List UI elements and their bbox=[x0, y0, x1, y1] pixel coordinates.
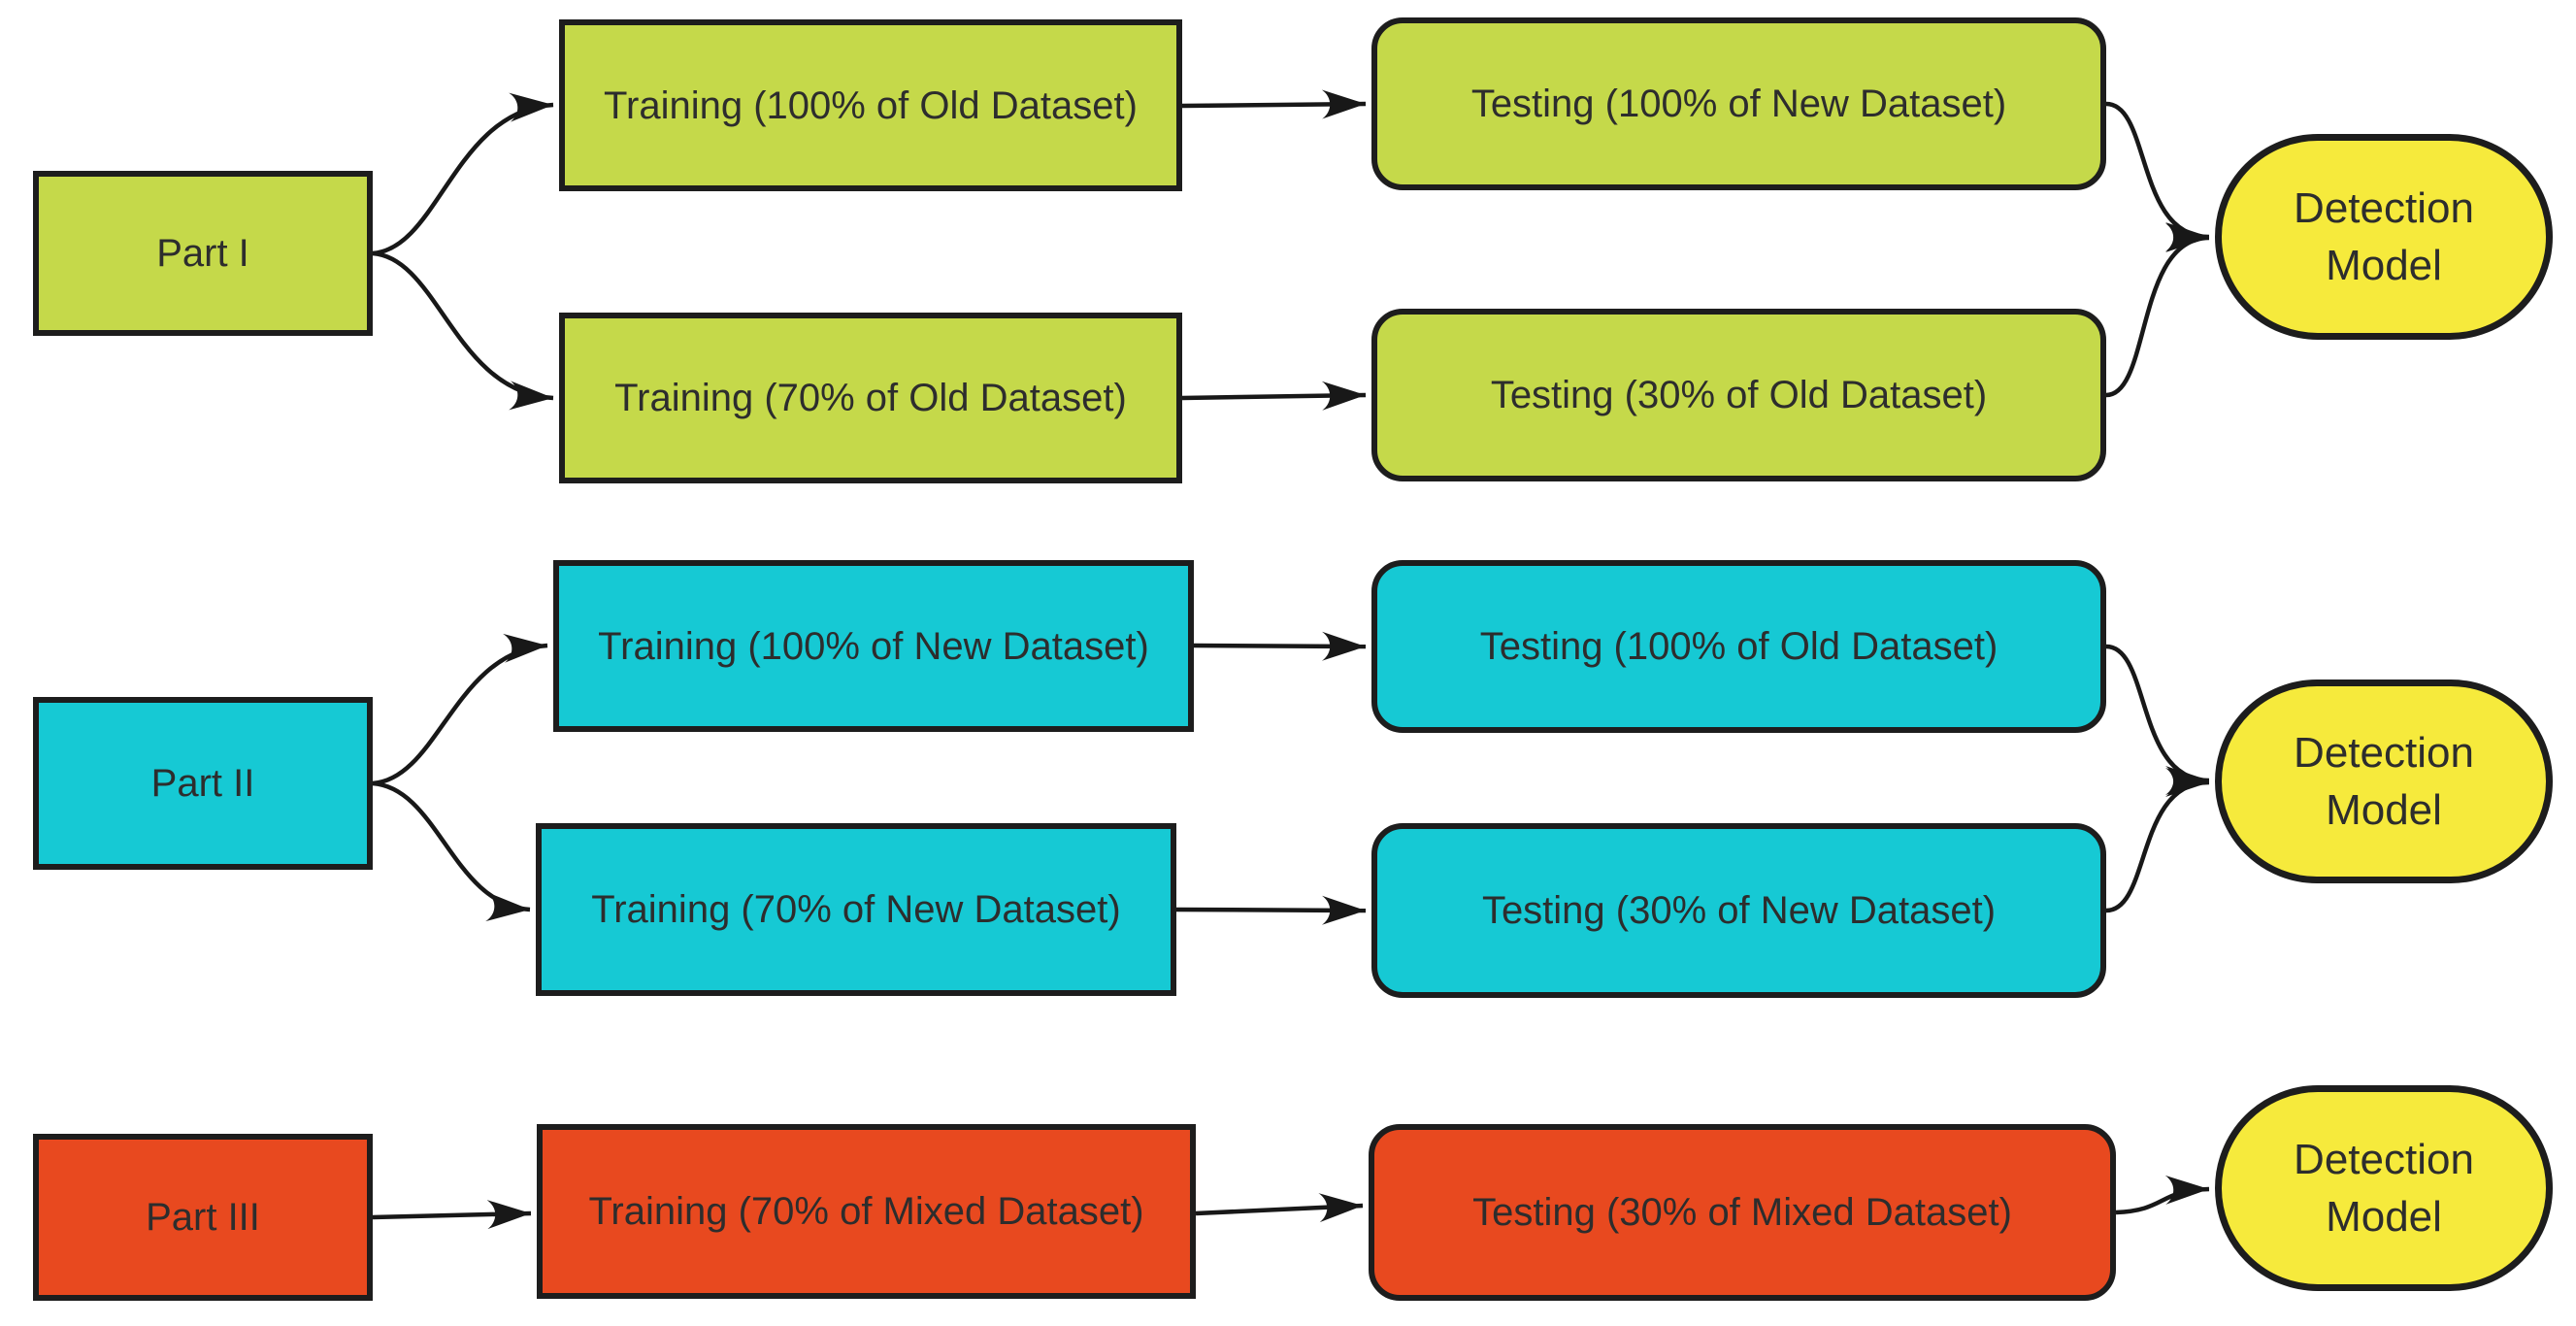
part2-training-bottom-label: Training (70% of New Dataset) bbox=[591, 888, 1121, 931]
part3-detection-model-label-line2: Model bbox=[2326, 1193, 2442, 1241]
edge-part1-training-bottom-to-testing-bottom bbox=[1181, 381, 1367, 411]
part3-detection-model-label-line1: Detection bbox=[2294, 1135, 2474, 1183]
edge-part1-testing-bottom-to-model bbox=[2105, 223, 2210, 398]
part3-training-box: Training (70% of Mixed Dataset) bbox=[537, 1124, 1196, 1299]
edge-part3-testing-to-model bbox=[2115, 1175, 2210, 1215]
part3-label: Part III bbox=[146, 1196, 260, 1239]
edge-part1-to-training-bottom bbox=[372, 250, 554, 411]
part1-testing-bottom-box: Testing (30% of Old Dataset) bbox=[1371, 309, 2106, 481]
part1-training-top-label: Training (100% of Old Dataset) bbox=[604, 83, 1138, 127]
edge-part1-training-top-to-testing-top bbox=[1181, 89, 1367, 119]
part1-label: Part I bbox=[156, 232, 249, 275]
part2-detection-model-label-line2: Model bbox=[2326, 786, 2442, 834]
edge-part3-to-training bbox=[372, 1200, 532, 1230]
part3-training-label: Training (70% of Mixed Dataset) bbox=[588, 1190, 1144, 1233]
part2-testing-bottom-label: Testing (30% of New Dataset) bbox=[1481, 889, 1997, 932]
edge-part3-training-to-testing bbox=[1195, 1193, 1364, 1223]
part1-detection-model-label-line2: Model bbox=[2326, 242, 2442, 289]
part1-detection-model-box: Detection Model bbox=[2215, 134, 2553, 340]
part1-testing-top-label: Testing (100% of New Dataset) bbox=[1470, 83, 2007, 125]
part1-testing-top-box: Testing (100% of New Dataset) bbox=[1371, 17, 2106, 190]
part1-detection-model-label-line1: Detection bbox=[2294, 183, 2474, 232]
part1-box: Part I bbox=[33, 171, 373, 336]
edge-part2-testing-bottom-to-model bbox=[2105, 768, 2210, 913]
part2-training-bottom-box: Training (70% of New Dataset) bbox=[536, 823, 1176, 996]
part2-training-top-label: Training (100% of New Dataset) bbox=[598, 624, 1149, 668]
part2-testing-top-label: Testing (100% of Old Dataset) bbox=[1479, 625, 1998, 668]
edge-part1-to-training-top bbox=[372, 92, 554, 256]
part2-detection-model-label-line1: Detection bbox=[2294, 728, 2474, 777]
part2-testing-top-box: Testing (100% of Old Dataset) bbox=[1371, 560, 2106, 733]
edge-part2-testing-top-to-model bbox=[2105, 644, 2210, 795]
part3-testing-label: Testing (30% of Mixed Dataset) bbox=[1472, 1191, 2012, 1234]
part3-box: Part III bbox=[33, 1134, 373, 1301]
edge-part2-to-training-bottom bbox=[372, 780, 531, 922]
part3-detection-model-box: Detection Model bbox=[2215, 1085, 2553, 1291]
part2-box: Part II bbox=[33, 697, 373, 870]
part3-testing-box: Testing (30% of Mixed Dataset) bbox=[1369, 1124, 2116, 1301]
part1-training-bottom-label: Training (70% of Old Dataset) bbox=[614, 377, 1127, 419]
part2-training-top-box: Training (100% of New Dataset) bbox=[553, 560, 1194, 732]
part2-detection-model-box: Detection Model bbox=[2215, 680, 2553, 883]
part1-training-bottom-box: Training (70% of Old Dataset) bbox=[559, 313, 1182, 483]
edge-part2-to-training-top bbox=[372, 633, 548, 786]
part1-training-top-box: Training (100% of Old Dataset) bbox=[559, 19, 1182, 191]
edge-part1-testing-top-to-model bbox=[2105, 101, 2210, 251]
part2-label: Part II bbox=[150, 762, 255, 805]
edge-part2-training-bottom-to-testing-bottom bbox=[1175, 895, 1367, 925]
part1-testing-bottom-label: Testing (30% of Old Dataset) bbox=[1490, 374, 1988, 416]
part2-testing-bottom-box: Testing (30% of New Dataset) bbox=[1371, 823, 2106, 998]
